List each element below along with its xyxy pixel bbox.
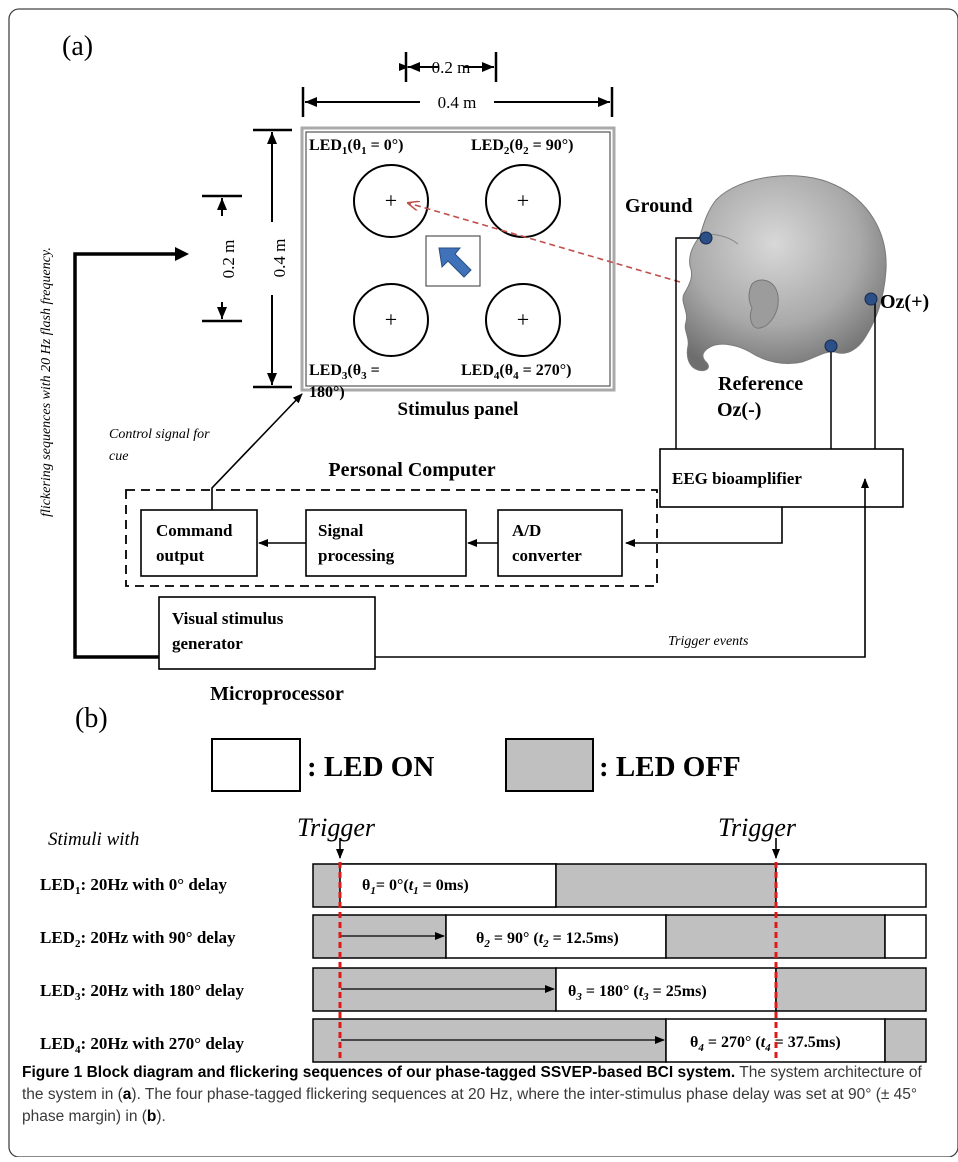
- arrow-eeg-to-ad: [625, 507, 783, 547]
- caption-ref-a: a: [122, 1086, 132, 1103]
- panel-b-label: (b): [75, 703, 108, 734]
- cue-arrow-icon: [438, 247, 472, 278]
- oz-plus-label: Oz(+): [880, 291, 929, 313]
- legend-on-label: : LED ON: [307, 751, 434, 783]
- personal-computer-label: Personal Computer: [328, 459, 495, 481]
- ad-converter-box: [497, 509, 623, 577]
- flicker-vertical-label: flickering sequences with 20 Hz flash fr…: [39, 247, 54, 517]
- led3-plus: +: [385, 307, 397, 332]
- oz-minus-label: Oz(-): [717, 399, 761, 421]
- theta4-label: θ4 = 270° (t4 = 37.5ms): [690, 1034, 841, 1054]
- led1-plus: +: [385, 188, 397, 213]
- ground-electrode: [699, 231, 713, 245]
- stimulus-panel: LED1(θ1 = 0°) LED2(θ2 = 90°) LED3(θ3 = 1…: [300, 126, 616, 420]
- caption-title: Figure 1 Block diagram and flickering se…: [22, 1064, 736, 1081]
- gaze-line: [408, 203, 681, 283]
- led4-label: LED4(θ4 = 270°): [461, 362, 571, 382]
- trigger-label-1: Trigger: [297, 813, 376, 842]
- theta1-label: θ1= 0°(t1 = 0ms): [362, 877, 469, 897]
- eeg-label: EEG bioamplifier: [672, 469, 802, 488]
- caption-text-2: ). The four phase-tagged flickering sequ…: [22, 1086, 918, 1125]
- head-icon: [682, 175, 887, 371]
- dim-left-outer: 0.4 m: [270, 239, 289, 278]
- command-output-box: [140, 509, 258, 577]
- control-signal-arrow: [211, 393, 303, 510]
- flicker-arrowhead: [175, 247, 189, 261]
- row3-label: LED3: 20Hz with 180° delay: [40, 981, 245, 1003]
- panel-a-label: (a): [62, 31, 93, 62]
- trigger-events-label: Trigger events: [668, 634, 749, 649]
- led3-label: LED3(θ3 =: [309, 362, 380, 382]
- caption-ref-b: b: [146, 1108, 157, 1125]
- dim-top-outer: 0.4 m: [438, 93, 477, 112]
- reference-label: Reference: [718, 373, 803, 395]
- personal-computer-box: [125, 489, 658, 587]
- ground-label: Ground: [625, 195, 692, 217]
- led2-label: LED2(θ2 = 90°): [471, 137, 573, 157]
- led4-circle: [485, 283, 561, 357]
- reference-electrode: [824, 339, 838, 353]
- row4-label: LED4: 20Hz with 270° delay: [40, 1034, 245, 1056]
- led3-circle: [353, 283, 429, 357]
- legend-on-swatch: [211, 738, 301, 792]
- dim-left-inner: 0.2 m: [219, 240, 238, 279]
- stimulus-panel-label: Stimulus panel: [398, 399, 519, 420]
- caption-text-1: The system architecture of the system in…: [22, 1064, 922, 1103]
- dim-top-inner: 0.2 m: [432, 58, 471, 77]
- flicker-line: [73, 252, 176, 659]
- stimuli-with-label: Stimuli with: [48, 829, 139, 850]
- theta2-label: θ2 = 90° (t2 = 12.5ms): [476, 930, 619, 950]
- led3-label-line2: 180°): [309, 384, 345, 401]
- row1-label: LED1: 20Hz with 0° delay: [40, 875, 228, 897]
- trigger-label-2: Trigger: [718, 813, 797, 842]
- led1-label: LED1(θ1 = 0°): [309, 137, 403, 157]
- dimension-left: 0.4 m 0.2 m: [202, 128, 292, 389]
- oz-plus-electrode: [864, 292, 878, 306]
- dimension-top: 0.2 m 0.4 m: [301, 52, 614, 117]
- caption-text-3: ).: [156, 1108, 166, 1125]
- legend-off-swatch: [505, 738, 594, 792]
- visual-stimulus-box: [158, 596, 376, 670]
- theta3-label: θ3 = 180° (t3 = 25ms): [568, 983, 707, 1003]
- row2-label: LED2: 20Hz with 90° delay: [40, 928, 236, 950]
- led1-circle: [353, 164, 429, 238]
- signal-processing-box: [305, 509, 467, 577]
- led2-plus: +: [517, 188, 529, 213]
- figure-caption: Figure 1 Block diagram and flickering se…: [22, 1062, 927, 1128]
- legend-off-label: : LED OFF: [599, 751, 741, 783]
- trigger-events-arrow: [375, 478, 869, 658]
- timing-row-1: [312, 863, 927, 908]
- led4-plus: +: [517, 307, 529, 332]
- microprocessor-label: Microprocessor: [210, 683, 344, 705]
